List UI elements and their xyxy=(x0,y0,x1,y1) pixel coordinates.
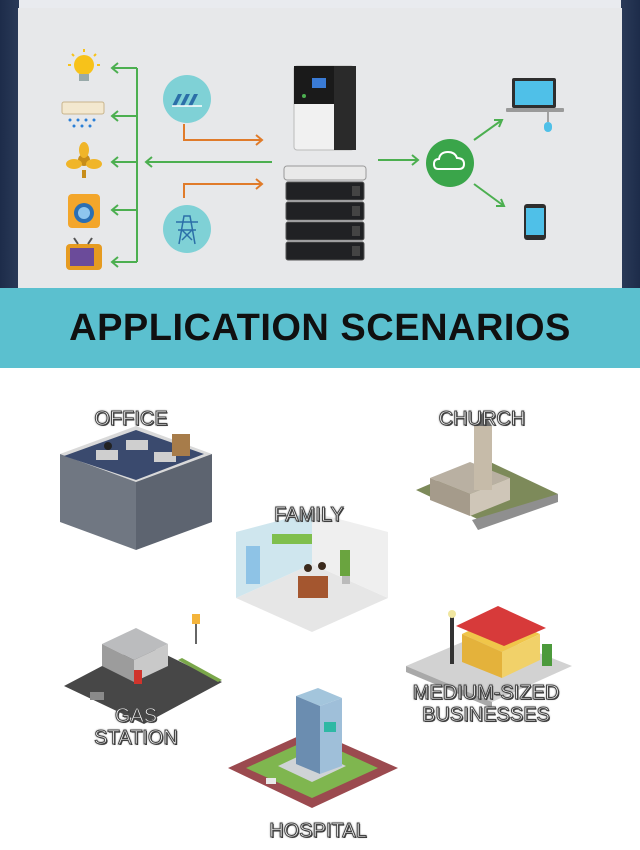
family-label: FAMILY xyxy=(274,504,345,527)
gas-station-label: GAS STATION xyxy=(84,705,188,750)
medium-businesses-label: MEDIUM-SIZED BUSINESSES xyxy=(398,682,574,727)
laptop-icon xyxy=(506,78,564,132)
battery-stack xyxy=(283,165,367,261)
church-label: CHURCH xyxy=(438,408,526,431)
family-illustration xyxy=(236,512,388,632)
appliance-distribution-arrows xyxy=(110,62,506,268)
office-illustration xyxy=(60,426,212,550)
solar-panel-icon xyxy=(163,75,211,123)
fan-icon xyxy=(66,142,102,178)
gas-label-line2: STATION xyxy=(94,727,179,750)
light-bulb-icon xyxy=(68,49,100,81)
washing-machine-icon xyxy=(68,194,100,228)
hospital-illustration xyxy=(228,688,398,808)
church-illustration xyxy=(416,412,558,530)
gas-label-line1: GAS xyxy=(114,705,158,728)
office-label: OFFICE xyxy=(94,408,168,431)
gas-station-illustration xyxy=(64,614,222,724)
television-icon xyxy=(66,237,102,270)
smartphone-icon xyxy=(524,204,546,240)
business-label-line1: MEDIUM-SIZED xyxy=(412,682,560,705)
air-conditioner-icon xyxy=(61,101,105,128)
scenarios-section: OFFICE CHURCH FAMILY GAS xyxy=(0,368,640,850)
business-label-line2: BUSINESSES xyxy=(422,704,551,727)
energy-diagram-section xyxy=(0,0,640,290)
cloud-icon xyxy=(426,139,474,187)
power-grid-icon xyxy=(163,205,211,253)
banner-title: APPLICATION SCENARIOS xyxy=(69,306,571,349)
hospital-label: HOSPITAL xyxy=(269,820,367,843)
inverter xyxy=(293,65,356,151)
shop-illustration xyxy=(406,606,572,708)
scenario-banner: APPLICATION SCENARIOS xyxy=(0,288,640,368)
